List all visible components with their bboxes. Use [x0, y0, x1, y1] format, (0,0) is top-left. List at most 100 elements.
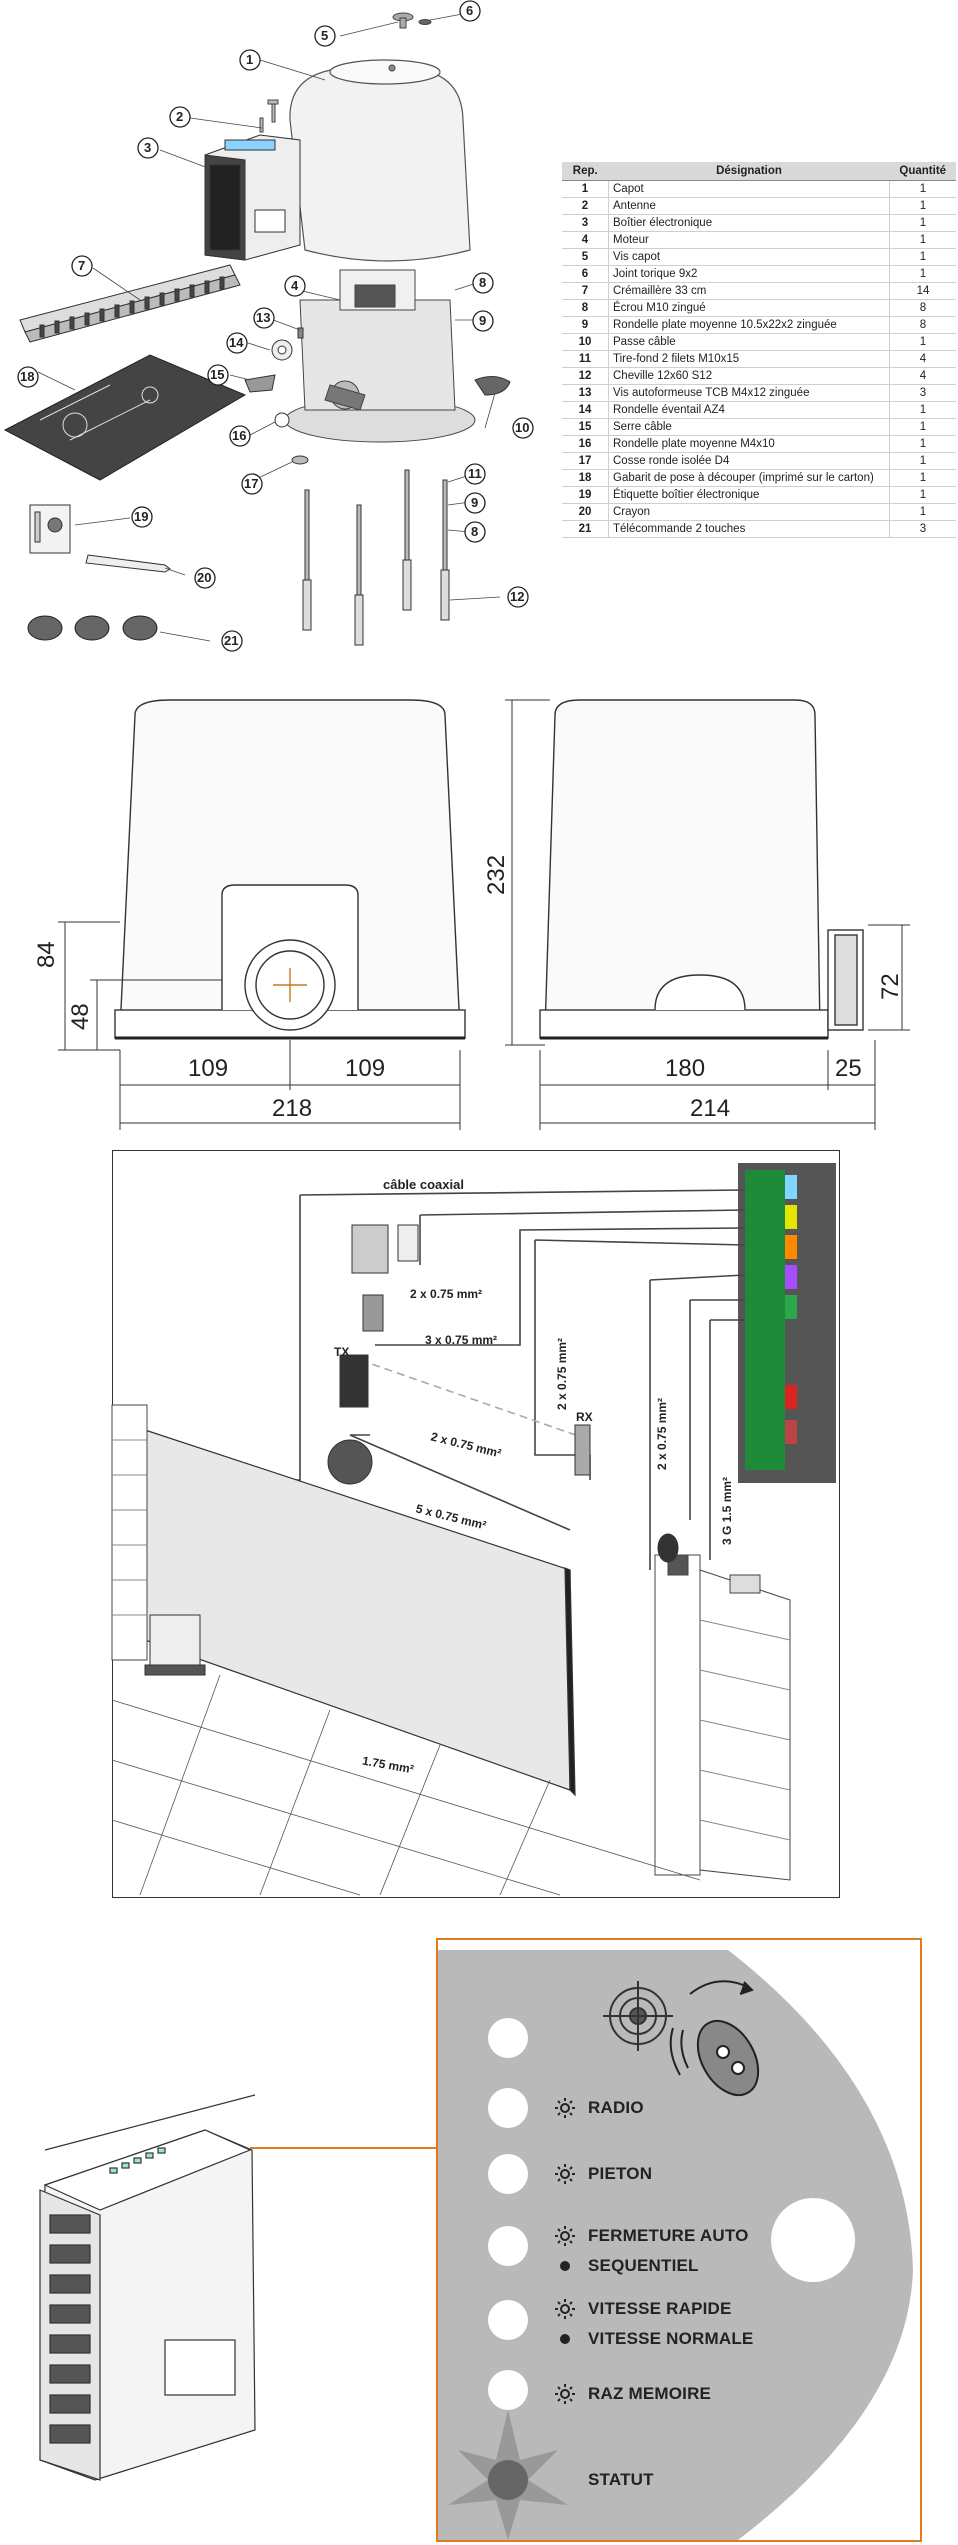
wiring-devices — [327, 1224, 679, 1563]
callout-13: 13 — [256, 310, 271, 325]
label-pieton: PIETON — [588, 2164, 653, 2183]
parts-cell-designation: Cheville 12x60 S12 — [608, 367, 890, 385]
parts-cell-rep: 15 — [562, 418, 609, 436]
dim-side-25: 25 — [835, 1055, 862, 1082]
control-board — [738, 1163, 836, 1483]
parts-cell-designation: Vis capot — [608, 248, 890, 266]
pencil-part — [85, 554, 171, 573]
label-vitesse-rapide: VITESSE RAPIDE — [588, 2299, 732, 2318]
parts-cell-rep: 10 — [562, 333, 609, 351]
parts-cell-designation: Boîtier électronique — [608, 214, 890, 232]
parts-cell-rep: 3 — [562, 214, 609, 232]
parts-cell-rep: 2 — [562, 197, 609, 215]
parts-cell-qty: 1 — [889, 486, 956, 504]
wiring-cables — [292, 1189, 746, 1570]
parts-cell-qty: 14 — [889, 282, 956, 300]
parts-cell-rep: 8 — [562, 299, 609, 317]
ground-grid — [111, 1674, 701, 1896]
parts-cell-qty: 1 — [889, 401, 956, 419]
parts-cell-qty: 1 — [889, 435, 956, 453]
callout-20: 20 — [197, 570, 212, 585]
label-fermeture-auto: FERMETURE AUTO — [588, 2226, 749, 2245]
callout-21: 21 — [224, 633, 239, 648]
parts-cell-rep: 17 — [562, 452, 609, 470]
label-statut: STATUT — [588, 2470, 654, 2489]
parts-cell-qty: 1 — [889, 180, 956, 198]
parts-cell-designation: Télécommande 2 touches — [608, 520, 890, 538]
label-sequentiel: SEQUENTIEL — [588, 2256, 699, 2275]
parts-cell-rep: 21 — [562, 520, 609, 538]
callout-18: 18 — [20, 369, 35, 384]
dim-front-218: 218 — [272, 1095, 313, 1122]
antenna-part — [259, 99, 279, 133]
parts-cell-designation: Serre câble — [608, 418, 890, 436]
control-panel-shape — [438, 1950, 913, 2540]
parts-cell-qty: 1 — [889, 503, 956, 521]
parts-cell-qty: 1 — [889, 231, 956, 249]
parts-cell-designation: Crayon — [608, 503, 890, 521]
parts-cell-designation: Moteur — [608, 231, 890, 249]
callout-14: 14 — [229, 335, 244, 350]
parts-cell-designation: Joint torique 9x2 — [608, 265, 890, 283]
parts-cell-designation: Gabarit de pose à découper (imprimé sur … — [608, 469, 890, 487]
cable-gland-part — [474, 376, 511, 396]
exploded-view-drawing — [3, 12, 511, 646]
parts-cell-qty: 4 — [889, 367, 956, 385]
rx-label: RX — [576, 1410, 593, 1424]
right-pillar — [654, 1554, 791, 1881]
callout-2: 2 — [176, 109, 184, 124]
parts-cell-designation: Rondelle plate moyenne 10.5x22x2 zinguée — [608, 316, 890, 334]
header-designation: Désignation — [608, 162, 890, 181]
callout-6: 6 — [466, 3, 474, 18]
parts-cell-rep: 4 — [562, 231, 609, 249]
intercom-cable-label: 2 x 0.75 mm² — [410, 1287, 483, 1301]
parts-cell-qty: 1 — [889, 418, 956, 436]
dim-side-180: 180 — [665, 1055, 706, 1082]
cover-part — [289, 59, 471, 262]
header-quantity: Quantité — [889, 162, 956, 181]
parts-cell-qty: 3 — [889, 520, 956, 538]
parts-cell-rep: 19 — [562, 486, 609, 504]
parts-cell-qty: 1 — [889, 452, 956, 470]
parts-cell-designation: Écrou M10 zingué — [608, 299, 890, 317]
dim-front-109-left: 109 — [188, 1055, 229, 1082]
electronic-box-part — [204, 134, 301, 261]
parts-cell-designation: Vis autoformeuse TCB M4x12 zinguée — [608, 384, 890, 402]
anchor-bolts-part — [302, 469, 450, 646]
label-radio: RADIO — [588, 2098, 644, 2117]
parts-cell-designation: Tire-fond 2 filets M10x15 — [608, 350, 890, 368]
parts-cell-designation: Cosse ronde isolée D4 — [608, 452, 890, 470]
callout-9b: 9 — [471, 495, 479, 510]
callout-16: 16 — [232, 428, 247, 443]
parts-cell-designation: Rondelle éventail AZ4 — [608, 401, 890, 419]
exploded-view-callouts: 1 2 3 4 5 6 7 8 9 10 11 12 13 14 15 16 1… — [0, 0, 560, 660]
side-view — [539, 699, 864, 1040]
remote-controls-part — [27, 615, 158, 641]
dim-front-109-right: 109 — [345, 1055, 386, 1082]
callout-12: 12 — [510, 589, 525, 604]
callout-7: 7 — [78, 258, 86, 273]
callout-3: 3 — [144, 140, 152, 155]
front-view — [114, 699, 466, 1040]
parts-cell-qty: 4 — [889, 350, 956, 368]
parts-cell-rep: 7 — [562, 282, 609, 300]
parts-cell-rep: 1 — [562, 180, 609, 198]
parts-cell-qty: 1 — [889, 333, 956, 351]
parts-cell-rep: 11 — [562, 350, 609, 368]
parts-cell-rep: 12 — [562, 367, 609, 385]
label-raz-memoire: RAZ MEMOIRE — [588, 2384, 712, 2403]
parts-cell-rep: 6 — [562, 265, 609, 283]
